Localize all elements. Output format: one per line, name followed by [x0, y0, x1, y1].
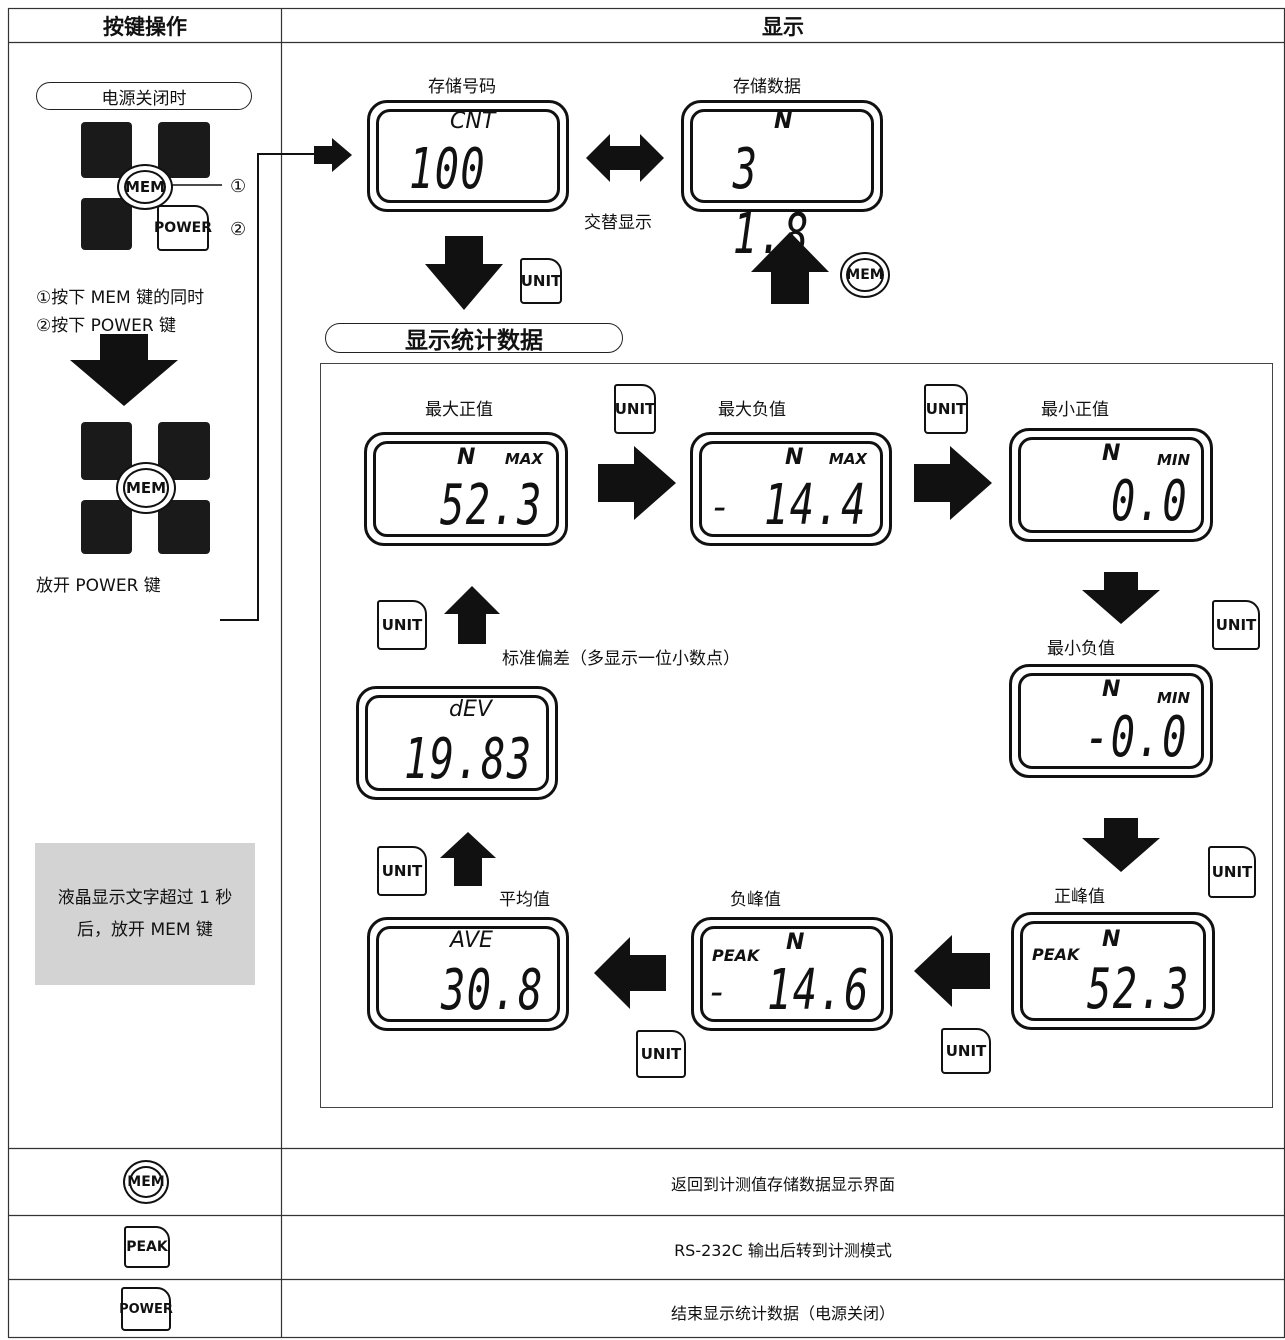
unit-key: UNIT [924, 384, 968, 434]
header-key-operation: 按键操作 [9, 9, 281, 42]
power-key: POWER [121, 1287, 171, 1331]
unit-key: UNIT [614, 384, 656, 434]
lcd-min-negative: N MIN -0.0 [1009, 664, 1213, 778]
unit-key: UNIT [941, 1028, 991, 1074]
unit-key: UNIT [636, 1030, 686, 1078]
lcd-positive-peak: PEAK N 52.3 [1011, 912, 1215, 1030]
mem-key: MEM [116, 462, 176, 514]
unit-key: UNIT [1208, 846, 1256, 898]
label-average: 平均值 [499, 885, 550, 910]
up-arrow-icon [440, 832, 496, 886]
label-max-positive: 最大正值 [425, 395, 493, 420]
lcd-storage-data: N 3 1.8 [681, 100, 883, 212]
power-off-pill: 电源关闭时 [36, 82, 252, 110]
mem-key: MEM [123, 1160, 169, 1204]
left-arrow-icon [594, 937, 666, 1009]
step-number-2: ② [230, 219, 246, 240]
right-arrow-icon [914, 446, 992, 520]
right-arrow-icon [598, 446, 676, 520]
label-storage-data: 存储数据 [733, 72, 801, 97]
footer-peak-text: RS-232C 输出后转到计测模式 [282, 1237, 1284, 1261]
down-arrow-icon [1082, 818, 1160, 872]
lcd-min-positive: N MIN 0.0 [1009, 428, 1213, 542]
label-max-negative: 最大负值 [718, 395, 786, 420]
note-box: 液晶显示文字超过 1 秒后，放开 MEM 键 [35, 843, 255, 985]
unit-key: UNIT [377, 600, 427, 650]
mem-key: MEM [117, 164, 173, 210]
down-arrow-icon [1082, 572, 1160, 624]
lcd-max-positive: N MAX 52.3 [364, 432, 568, 546]
label-min-negative: 最小负值 [1047, 634, 1115, 659]
step1-text: ①按下 MEM 键的同时 [36, 283, 204, 308]
step2-text: ②按下 POWER 键 [36, 311, 176, 336]
release-text: 放开 POWER 键 [36, 571, 161, 596]
power-key: POWER [157, 205, 209, 251]
lcd-storage-no: CNT 100 [367, 100, 569, 212]
down-arrow-icon [425, 236, 503, 310]
label-storage-no: 存储号码 [428, 72, 496, 97]
stats-pill: 显示统计数据 [325, 323, 623, 353]
down-arrow-icon [70, 334, 178, 406]
unit-key: UNIT [520, 258, 562, 304]
alternate-arrow-icon [586, 134, 664, 182]
label-min-positive: 最小正值 [1041, 395, 1109, 420]
alternate-label: 交替显示 [584, 208, 652, 233]
lcd-negative-peak: PEAK N - 14.6 [691, 917, 893, 1031]
lcd-max-negative: N MAX - 14.4 [690, 432, 892, 546]
footer-power-text: 结束显示统计数据（电源关闭） [282, 1300, 1284, 1324]
unit-key: UNIT [1212, 600, 1260, 650]
label-std-dev: 标准偏差（多显示一位小数点） [502, 644, 740, 669]
step-number-1: ① [230, 176, 246, 197]
header-display: 显示 [282, 9, 1284, 42]
left-arrow-icon [914, 935, 990, 1007]
up-arrow-icon [444, 586, 500, 644]
label-positive-peak: 正峰值 [1054, 882, 1105, 907]
lcd-std-dev: dEV 19.83 [356, 686, 558, 800]
up-arrow-icon [751, 232, 829, 304]
right-arrow-icon [314, 138, 352, 172]
peak-key: PEAK [124, 1226, 170, 1268]
unit-key: UNIT [377, 846, 427, 896]
mem-key: MEM [840, 252, 890, 298]
footer-mem-text: 返回到计测值存储数据显示界面 [282, 1171, 1284, 1195]
label-negative-peak: 负峰值 [730, 885, 781, 910]
lcd-average: AVE 30.8 [367, 917, 569, 1031]
